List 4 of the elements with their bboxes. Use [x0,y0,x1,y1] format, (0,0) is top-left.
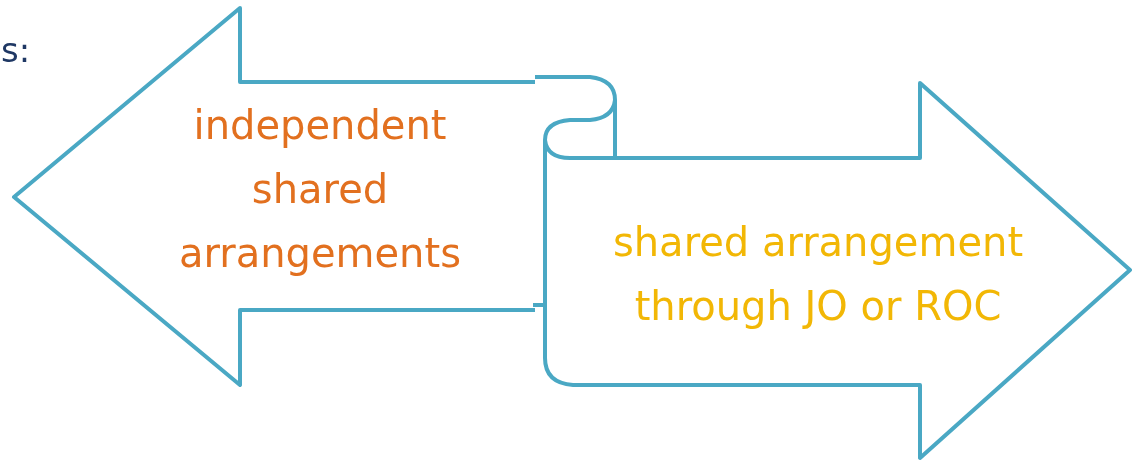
arrow-shape [533,75,1133,461]
note-text: s: [1,30,31,70]
arrow-text: shared arrangement through JO or ROC [611,218,1025,331]
arrow-text: independent shared arrangements [178,101,462,278]
